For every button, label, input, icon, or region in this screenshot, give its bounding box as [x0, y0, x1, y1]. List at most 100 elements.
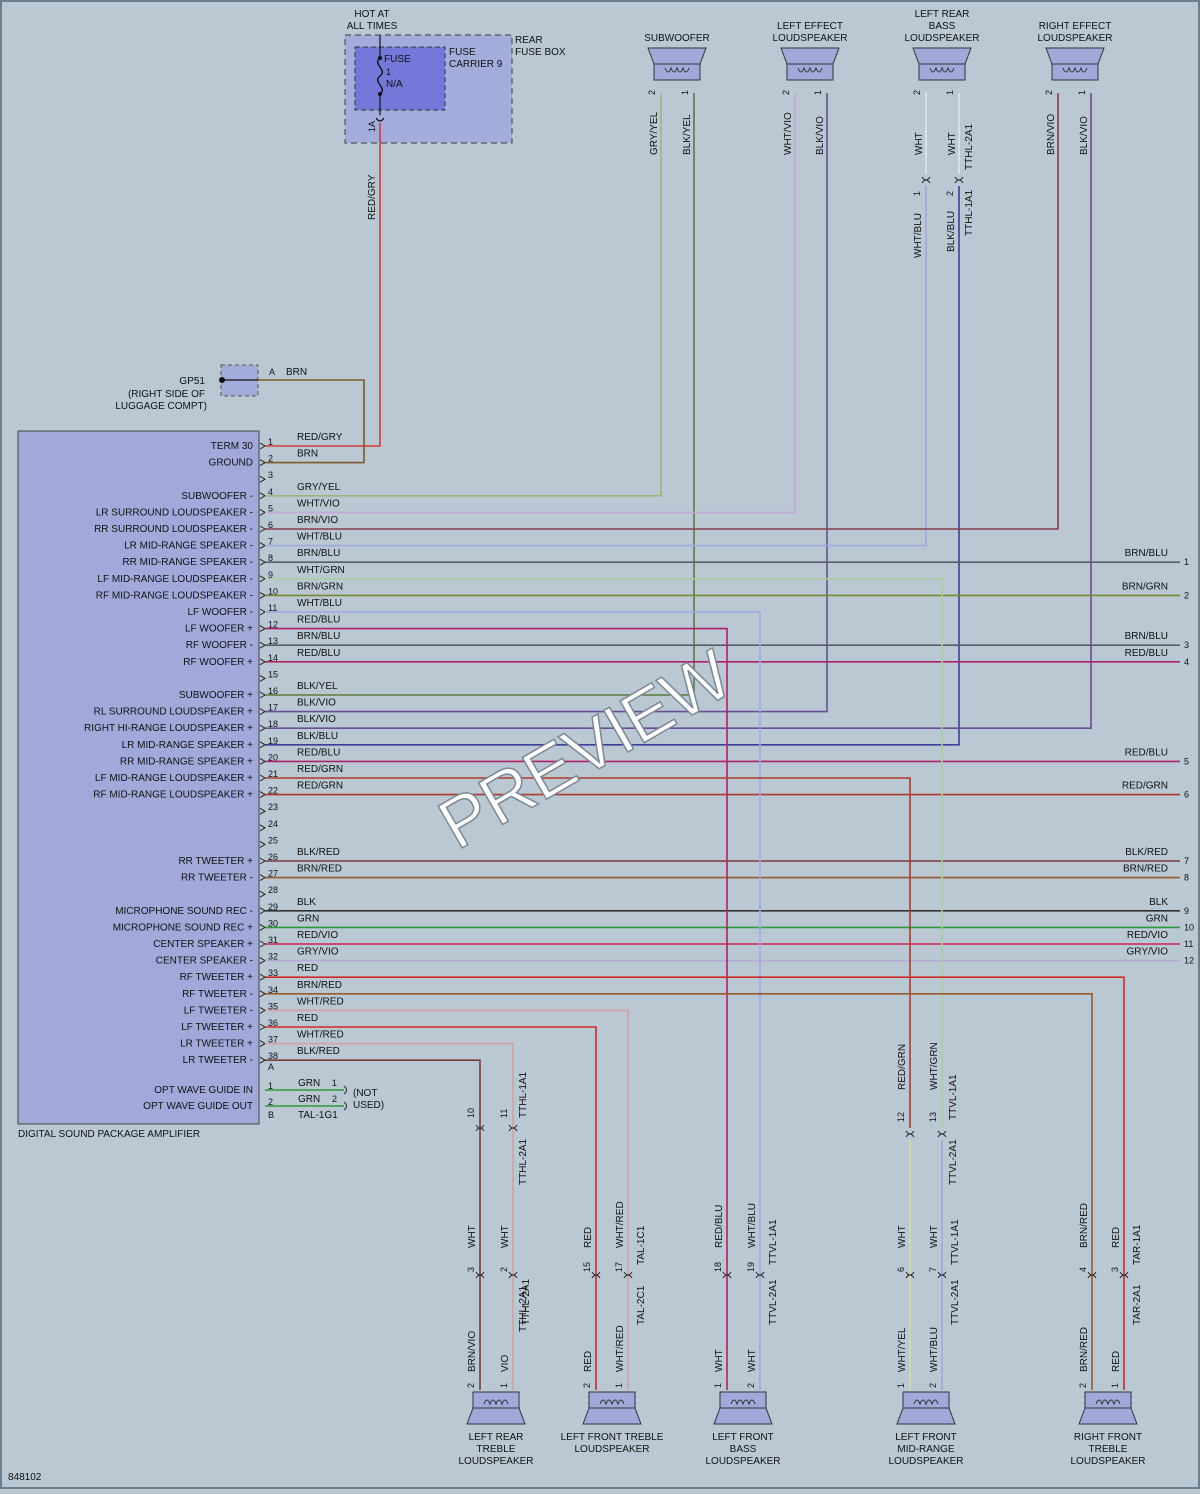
- amp-pin-number: 14: [268, 653, 278, 663]
- amp-pin-wire-color: GRY/VIO: [297, 947, 339, 958]
- top-speaker-name: BASS: [929, 21, 956, 32]
- amp-pin-label: RL SURROUND LOUDSPEAKER +: [94, 707, 254, 718]
- inline-connector-id: TTHL-2A1: [964, 123, 975, 170]
- amp-pin-wire-color: BLK/VIO: [297, 698, 336, 709]
- hot-label-1: HOT AT: [354, 9, 389, 20]
- speaker-cone: [912, 47, 972, 65]
- amp-pin-number: 22: [268, 786, 278, 796]
- fuse-pin: 1A: [367, 121, 377, 132]
- inline-connector-icon: [475, 1274, 485, 1279]
- speaker-magnet: [719, 1391, 767, 1409]
- speaker-pin: 2: [466, 1383, 476, 1388]
- offpage-wire-color: BLK/RED: [1125, 847, 1168, 858]
- amp-pin-number: 3: [268, 470, 273, 480]
- inline-connector-id: TTVL-2A1: [948, 1139, 959, 1185]
- offpage-wire-color: BRN/GRN: [1122, 581, 1168, 592]
- speaker-cone: [896, 1407, 956, 1425]
- amp-pin-wire-color: RED: [297, 963, 318, 974]
- inline-connector-id: TTHL-2A1: [518, 1138, 529, 1185]
- amp-pin-number: 18: [268, 719, 278, 729]
- amp-pin-number: 31: [268, 935, 278, 945]
- connector-a-label: A: [268, 1062, 274, 1072]
- inline-connector-id: TTHL-2A1: [518, 1285, 529, 1332]
- bottom-speaker-name: MID-RANGE: [897, 1444, 955, 1455]
- speaker-icon: [713, 1391, 773, 1425]
- wire-lr-tweeter-neg: [265, 1059, 481, 1390]
- connector-icon: [343, 1085, 347, 1095]
- speaker-cone: [1078, 1407, 1138, 1425]
- amp-pin-wire-color: RED: [297, 1013, 318, 1024]
- speaker-wire-color: WHT/BLU: [929, 1327, 940, 1372]
- inline-connector-icon: [623, 1274, 633, 1279]
- amp-pin-label: LR TWEETER +: [180, 1039, 253, 1050]
- inline-pin: 19: [746, 1262, 756, 1272]
- speaker-magnet: [786, 63, 834, 81]
- offpage-ref-number: 8: [1184, 873, 1189, 883]
- amp-pin-number: 15: [268, 669, 278, 679]
- amp-pin-wire-color: WHT/BLU: [297, 598, 342, 609]
- amp-pin-number: 23: [268, 802, 278, 812]
- fuse-carrier-label-1: FUSE: [449, 47, 476, 58]
- amp-pin-wire-color: GRY/YEL: [297, 482, 341, 493]
- speaker-coil-icon: [730, 1399, 756, 1406]
- speaker-icon: [896, 1391, 956, 1425]
- amp-pin-number: 27: [268, 869, 278, 879]
- speaker-wire-color: WHT/RED: [615, 1325, 626, 1372]
- offpage-wire-color: RED/GRN: [1122, 781, 1168, 792]
- offpage-wire-color: GRY/VIO: [1127, 947, 1169, 958]
- speaker-coil-icon: [797, 66, 823, 73]
- speaker-wire-color: WHT/BLU: [747, 1203, 758, 1248]
- speaker-magnet: [1084, 1391, 1132, 1409]
- inline-pin: 17: [614, 1262, 624, 1272]
- fuse-carrier-outline: [354, 46, 446, 111]
- speaker-pin: 1: [945, 90, 955, 95]
- amp-pin-number: 9: [268, 570, 273, 580]
- inline-pin: 3: [1110, 1267, 1120, 1272]
- speaker-wire-color: BRN/VIO: [467, 1331, 478, 1372]
- amp-pin-number: 1: [268, 437, 273, 447]
- wire-left-effect-pos: [265, 93, 828, 713]
- ground-name-3: LUGGAGE COMPT): [115, 401, 207, 412]
- speaker-coil-icon: [1095, 1399, 1121, 1406]
- opt-pin-number: 1: [268, 1081, 273, 1091]
- amp-pin-wire-color: BRN: [297, 449, 318, 460]
- speaker-wire-color: WHT: [947, 132, 958, 155]
- amp-pin-label: RR MID-RANGE SPEAKER +: [120, 756, 253, 767]
- speaker-pin: 2: [928, 1383, 938, 1388]
- bottom-speaker-name: LEFT REAR: [469, 1432, 524, 1443]
- speaker-wire-color: RED/BLU: [714, 1205, 725, 1248]
- speaker-wire-color: BLK/YEL: [682, 114, 693, 155]
- fuse-box-label-1: REAR: [515, 35, 543, 46]
- pin-terminal-icon: [259, 840, 266, 848]
- amp-pin-label: MICROPHONE SOUND REC -: [115, 906, 253, 917]
- fuse-node-icon: [378, 56, 382, 60]
- wire-right-effect-neg: [265, 93, 1059, 530]
- speaker-wire-color: WHT: [714, 1349, 725, 1372]
- amp-pin-number: 38: [268, 1051, 278, 1061]
- amp-pin-label: RF WOOFER +: [183, 657, 253, 668]
- inline-pin: 1: [912, 191, 922, 196]
- not-used-label: USED): [353, 1100, 384, 1111]
- bottom-speaker-name: RIGHT FRONT: [1074, 1432, 1142, 1443]
- speaker-cone: [713, 1407, 773, 1425]
- inline-connector-id: TTVL-1A1: [950, 1219, 961, 1265]
- fuse-name: FUSE: [384, 54, 411, 65]
- opt-pin-number: 2: [268, 1097, 273, 1107]
- amp-pin-label: RF WOOFER -: [186, 640, 253, 651]
- amp-pin-label: SUBWOOFER +: [179, 690, 253, 701]
- bottom-speaker-name: LEFT FRONT TREBLE: [561, 1432, 664, 1443]
- amp-pin-number: 34: [268, 985, 278, 995]
- speaker-pin: 1: [1110, 1383, 1120, 1388]
- amp-pin-number: 6: [268, 520, 273, 530]
- wire-lf-tweeter-neg: [265, 1009, 629, 1390]
- amp-pin-label: LF MID-RANGE LOUDSPEAKER -: [97, 574, 253, 585]
- speaker-wire-color: RED: [583, 1227, 594, 1248]
- amp-pin-label: RIGHT HI-RANGE LOUDSPEAKER +: [84, 723, 253, 734]
- amp-pin-number: 5: [268, 503, 273, 513]
- offpage-wire-color: BLK: [1149, 897, 1168, 908]
- inline-connector-icon: [722, 1274, 732, 1279]
- speaker-wire-color: VIO: [500, 1355, 511, 1372]
- amp-pin-label: LR SURROUND LOUDSPEAKER -: [96, 507, 253, 518]
- wire-lr-bass-neg: [265, 186, 927, 547]
- wire-lf-tweeter-pos: [265, 1026, 597, 1390]
